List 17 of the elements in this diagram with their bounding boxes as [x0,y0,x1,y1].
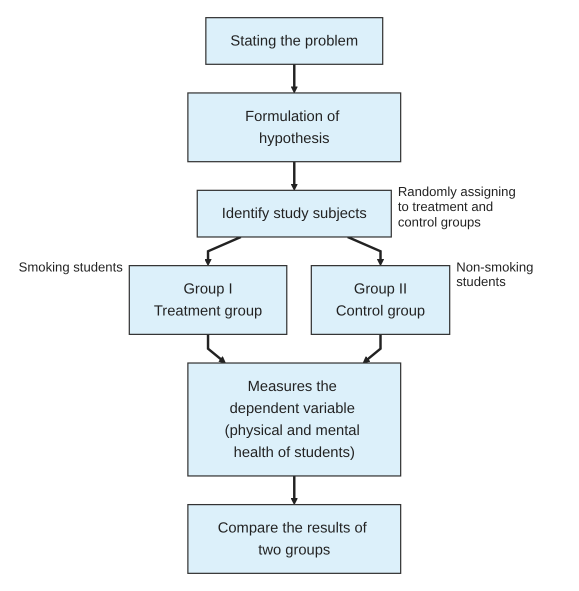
node-box: Measures the dependent variable (physical and mental health of students) [187,362,402,477]
arrow [290,162,298,191]
node-box: Formulation of hypothesis [187,92,402,162]
node-box: Compare the results of two groups [187,504,402,574]
node-caption: Smoking students [18,260,123,276]
arrow [290,476,298,505]
node-box: Stating the problem [205,17,384,65]
node-caption: Non-smoking students [456,260,534,291]
node-box: Identify study subjects [196,190,392,238]
arrow [206,334,226,364]
node-caption: Randomly assigning to treatment and control groups [398,185,517,231]
node-box: Group II Control group [310,265,450,335]
arrow [204,236,242,266]
node-box: Group I Treatment group [128,265,288,335]
arrow [290,64,298,94]
arrow [347,236,384,266]
arrow [362,334,382,364]
